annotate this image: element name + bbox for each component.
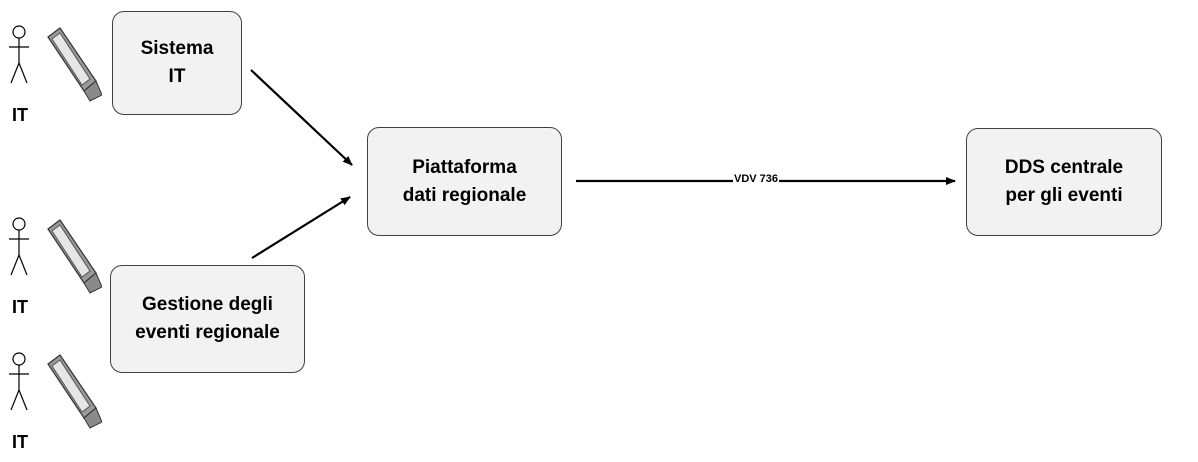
actor-it-1: IT (2, 25, 102, 135)
node-piattaforma-dati[interactable]: Piattaforma dati regionale (367, 127, 562, 236)
edge-label-vdv736: VDV 736 (733, 173, 780, 185)
actor-it-2: IT (2, 217, 102, 327)
actor-label: IT (12, 297, 28, 317)
node-dds-line2: per gli eventi (1005, 185, 1123, 206)
node-dds-line1: DDS centrale (1004, 157, 1124, 178)
arrow-gestione-to-piattaforma (251, 196, 351, 259)
node-piattaforma-line2: dati regionale (402, 184, 527, 206)
node-gestione-line2: eventi regionale (135, 322, 280, 343)
node-sistema-it-line1: Sistema (140, 38, 214, 59)
user-at-computer-icon (9, 25, 102, 102)
node-gestione-eventi[interactable]: Gestione degli eventi regionale (110, 265, 305, 373)
actor-it-3: IT (2, 352, 102, 462)
node-sistema-it[interactable]: Sistema IT (112, 11, 242, 115)
arrow-sistema-to-piattaforma (250, 69, 353, 166)
node-piattaforma-line1: Piattaforma (412, 156, 517, 178)
node-sistema-it-line2: IT (168, 66, 186, 87)
user-at-computer-icon (9, 217, 102, 294)
user-at-computer-icon (9, 352, 102, 429)
node-dds-centrale[interactable]: DDS centrale per gli eventi (966, 128, 1162, 236)
actor-label: IT (12, 432, 28, 452)
actor-label: IT (12, 105, 28, 125)
node-gestione-line1: Gestione degli (142, 294, 273, 315)
